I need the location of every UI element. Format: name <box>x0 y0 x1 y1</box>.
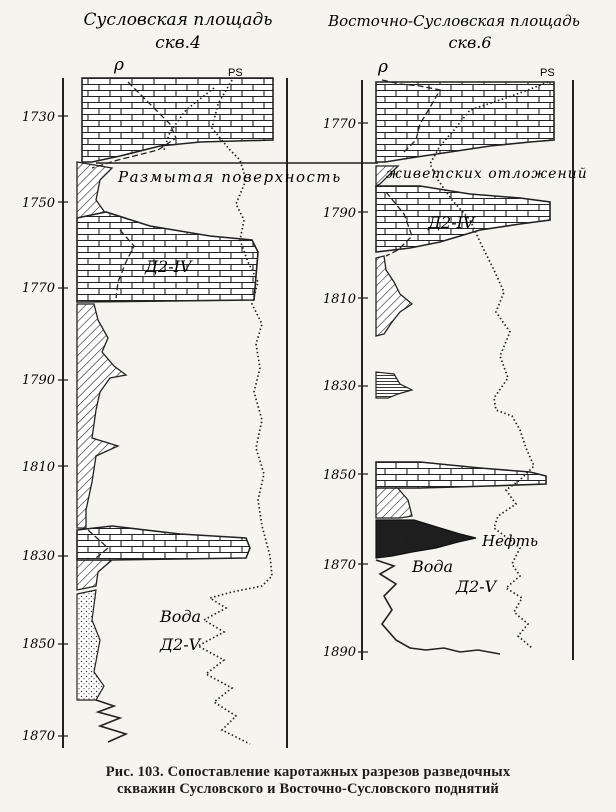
well-2-limestone-middle <box>375 185 551 253</box>
well-2-water-label: Вода <box>411 557 453 576</box>
well-1-number: скв.4 <box>155 33 201 53</box>
well-1-ps-label: PS <box>228 67 243 79</box>
well-2-number: скв.6 <box>448 33 491 52</box>
well-1-area-title: Сусловская площадь <box>83 10 272 30</box>
well-2-horizon-lower: Д2-V <box>455 577 498 596</box>
well-1-rho-label: ρ <box>113 55 124 75</box>
well-1-horizon-upper: Д2-IV <box>144 257 193 276</box>
well-2-column: Восточно-Сусловская площадь скв.6 ρ PS 1… <box>323 12 588 660</box>
well-2-depth-ticks: 1770 1790 1810 1830 1850 1870 1890 <box>323 117 368 660</box>
well-1-limestone-middle <box>76 211 259 303</box>
well-1-bottom-log <box>95 699 129 743</box>
well-2-limestone-top <box>375 81 555 163</box>
depth-tick: 1790 <box>323 206 356 221</box>
well-1-sandstone-log <box>76 589 105 701</box>
well-2-bottom-log <box>375 559 501 655</box>
depth-tick: 1750 <box>22 196 55 211</box>
figure-caption: Рис. 103. Сопоставление каротажных разре… <box>20 764 596 798</box>
well-2-stripe-log <box>375 371 414 399</box>
depth-tick: 1850 <box>323 468 356 483</box>
well-2-horizon-upper: Д2-IV <box>427 213 476 232</box>
well-1-horizon-lower: Д2-V <box>159 635 202 654</box>
well-1-depth-ticks: 1730 1750 1770 1790 1810 1830 1850 1870 <box>22 110 68 744</box>
caption-line-1: Рис. 103. Сопоставление каротажных разре… <box>105 764 511 780</box>
well-1-limestone-lower <box>76 525 251 561</box>
well-2-ps-label: PS <box>540 67 555 79</box>
well-1-ps-curve <box>196 79 273 745</box>
depth-tick: 1730 <box>22 110 55 125</box>
eroded-surface-label: Размытая поверхность <box>117 168 342 186</box>
depth-tick: 1850 <box>22 637 55 652</box>
depth-tick: 1770 <box>323 117 356 132</box>
well-1-resistivity-curve <box>87 81 177 559</box>
well-2-resistivity-curve <box>381 79 442 547</box>
well-2-rho-label: ρ <box>377 57 388 77</box>
well-1-ps-curve-upper <box>163 87 215 151</box>
caption-line-2: скважин Сусловского и Восточно-Сусловско… <box>117 781 499 797</box>
depth-tick: 1770 <box>22 281 55 296</box>
depth-tick: 1810 <box>22 460 55 475</box>
well-1-column: Сусловская площадь скв.4 ρ PS 1730 1750 … <box>22 10 288 748</box>
well-2-oil-body <box>375 519 477 559</box>
well-2-area-title: Восточно-Сусловская площадь <box>327 12 580 30</box>
well-2-limestone-lower <box>375 461 547 489</box>
well-1-limestone-top <box>81 77 274 163</box>
well-2-ps-curve <box>429 81 549 649</box>
depth-tick: 1870 <box>323 558 356 573</box>
depth-tick: 1870 <box>22 729 55 744</box>
depth-tick: 1830 <box>22 549 55 564</box>
depth-tick: 1810 <box>323 292 356 307</box>
depth-tick: 1890 <box>323 645 356 660</box>
depth-tick: 1790 <box>22 373 55 388</box>
well-1-water-label: Вода <box>159 607 201 626</box>
givetian-deposits-label: живетских отложений <box>386 166 588 182</box>
depth-tick: 1830 <box>323 379 356 394</box>
well-2-oil-label: Нефть <box>481 532 538 550</box>
